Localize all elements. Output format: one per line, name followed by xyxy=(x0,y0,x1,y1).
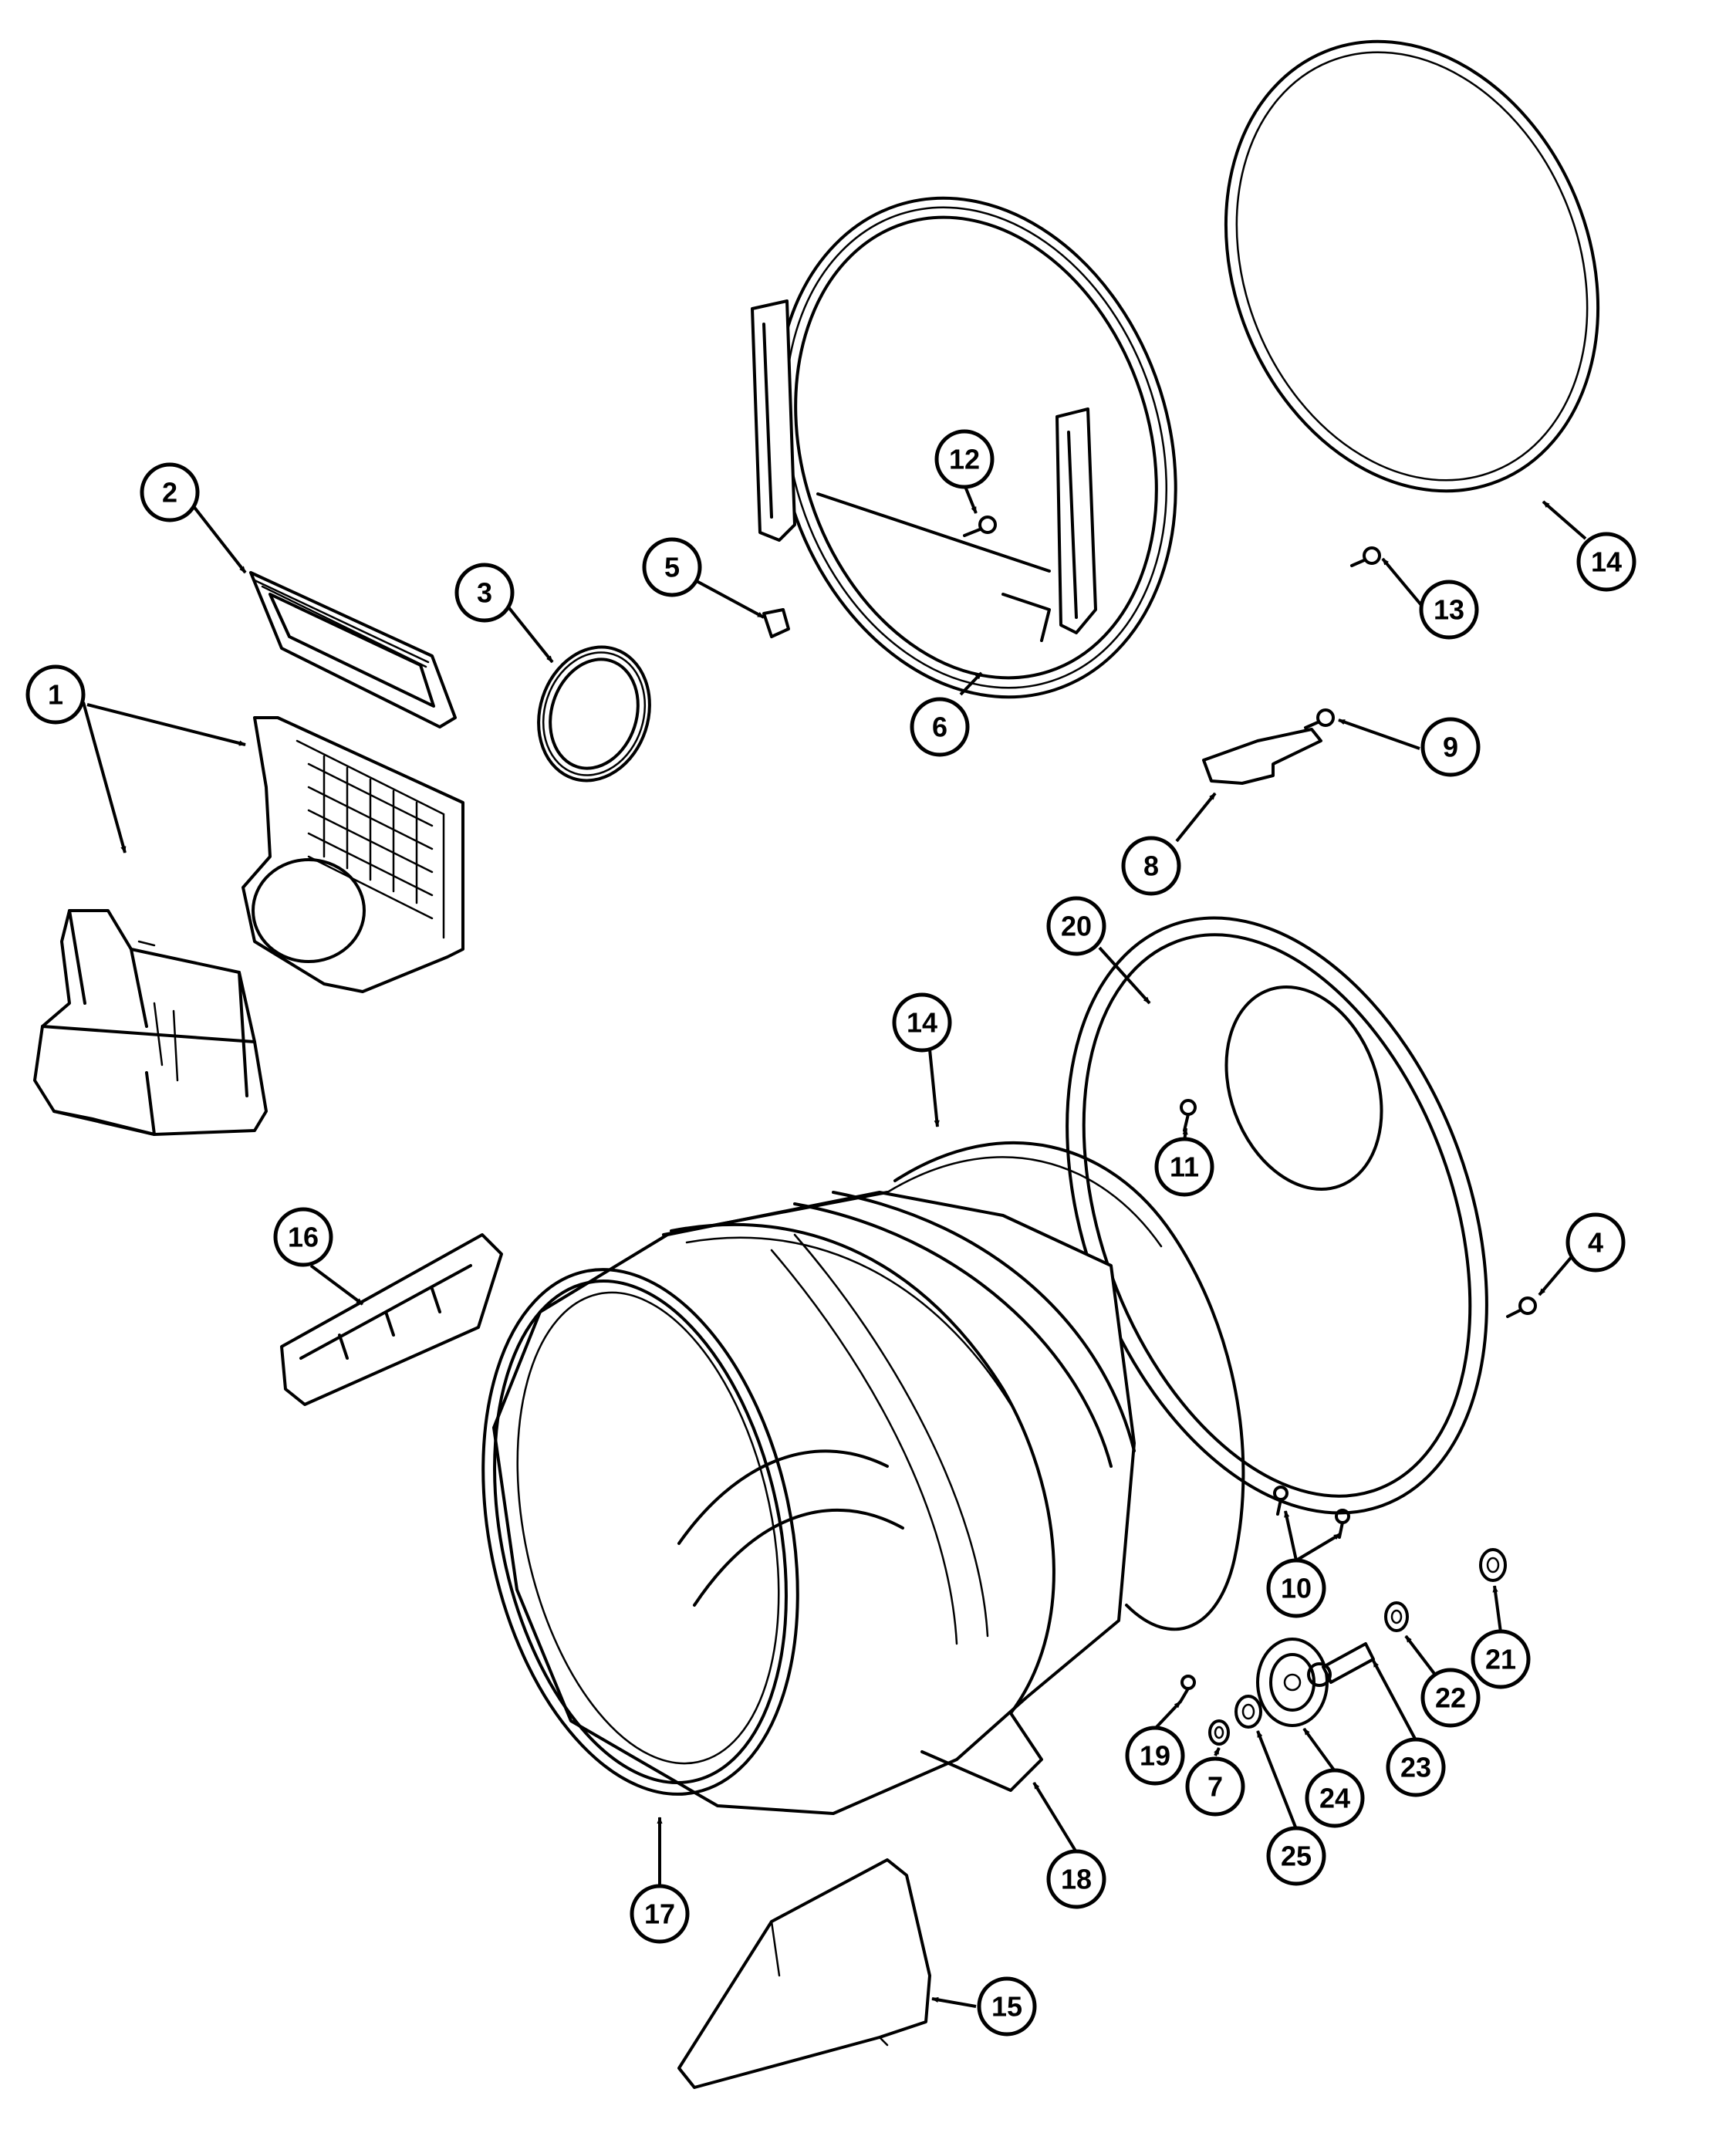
callout-17: 17 xyxy=(630,1884,690,1944)
callout-8-label: 8 xyxy=(1143,850,1159,882)
callout-16-label: 16 xyxy=(288,1222,319,1253)
callout-2-label: 2 xyxy=(162,477,177,509)
callout-10: 10 xyxy=(1266,1558,1326,1618)
callout-22: 22 xyxy=(1420,1668,1481,1728)
callout-12: 12 xyxy=(934,429,995,489)
callout-3-label: 3 xyxy=(477,577,492,609)
part-15-duct-cover xyxy=(677,1858,931,2089)
callout-23: 23 xyxy=(1386,1737,1446,1797)
callout-25-label: 25 xyxy=(1281,1841,1312,1872)
part-20-rear-bulkhead xyxy=(1066,916,1488,1515)
callout-6-label: 6 xyxy=(932,712,947,743)
callout-21-label: 21 xyxy=(1485,1644,1516,1675)
callout-18-label: 18 xyxy=(1061,1864,1092,1895)
part-4-screw xyxy=(1506,1296,1537,1318)
part-2-lint-filter xyxy=(249,571,457,728)
part-1-lower-duct xyxy=(33,909,268,1136)
part-9-screw xyxy=(1304,708,1335,729)
callout-16: 16 xyxy=(273,1207,333,1267)
part-13-screw xyxy=(1350,546,1381,567)
callout-23-label: 23 xyxy=(1400,1752,1431,1783)
callout-22-label: 22 xyxy=(1435,1682,1466,1714)
callout-13-label: 13 xyxy=(1434,594,1464,626)
callout-7: 7 xyxy=(1185,1756,1245,1817)
callout-11: 11 xyxy=(1154,1137,1214,1197)
callout-4-label: 4 xyxy=(1588,1227,1603,1259)
callout-14-lower: 14 xyxy=(892,992,952,1053)
part-23-pulley-shaft xyxy=(1307,1642,1375,1687)
callout-5: 5 xyxy=(642,537,702,597)
callout-14-lower-label: 14 xyxy=(907,1007,937,1039)
callout-17-label: 17 xyxy=(644,1898,675,1930)
callout-5-label: 5 xyxy=(664,552,680,583)
callout-10-label: 10 xyxy=(1281,1573,1312,1604)
callout-9-label: 9 xyxy=(1443,732,1458,763)
callout-15-label: 15 xyxy=(991,1991,1022,2023)
callout-13: 13 xyxy=(1419,580,1479,640)
part-10-screws xyxy=(1273,1486,1350,1539)
part-24-idler-pulley xyxy=(1256,1638,1329,1727)
callout-21: 21 xyxy=(1471,1629,1531,1689)
part-25-washer xyxy=(1234,1695,1262,1729)
part-16-baffle xyxy=(280,1233,503,1406)
part-22-washer xyxy=(1384,1601,1409,1632)
part-17-drum xyxy=(481,1191,1136,1815)
part-1-upper-duct xyxy=(241,716,464,993)
callout-11-label: 11 xyxy=(1170,1151,1199,1183)
callout-6: 6 xyxy=(910,697,970,757)
callout-25: 25 xyxy=(1266,1826,1326,1886)
part-14-lower-felt-seal xyxy=(886,1141,1245,1631)
callout-1-label: 1 xyxy=(48,679,63,711)
callout-2: 2 xyxy=(140,462,200,522)
part-21-washer xyxy=(1479,1548,1507,1582)
callout-9: 9 xyxy=(1420,717,1481,777)
part-3-seal-ring xyxy=(537,645,651,783)
callout-20-label: 20 xyxy=(1061,911,1092,942)
callout-1: 1 xyxy=(25,664,86,725)
callout-24-label: 24 xyxy=(1319,1783,1350,1814)
callout-18: 18 xyxy=(1046,1849,1106,1909)
part-8-bracket xyxy=(1202,728,1322,785)
part-18-drive-belt xyxy=(670,1222,1055,1792)
callout-14-top-label: 14 xyxy=(1591,546,1622,578)
part-19-screw xyxy=(1179,1675,1196,1703)
part-14-upper-felt-seal xyxy=(1224,39,1600,493)
callout-4: 4 xyxy=(1565,1212,1626,1273)
callout-7-label: 7 xyxy=(1207,1771,1223,1803)
callout-24: 24 xyxy=(1305,1768,1365,1828)
callout-8: 8 xyxy=(1121,836,1181,896)
part-7-nut xyxy=(1208,1719,1230,1746)
part-12-screw xyxy=(963,516,997,537)
callout-3: 3 xyxy=(454,563,515,623)
callout-14-top: 14 xyxy=(1576,532,1636,592)
part-6-front-bulkhead xyxy=(751,196,1177,699)
callout-12-label: 12 xyxy=(949,444,980,475)
callout-15: 15 xyxy=(977,1976,1037,2037)
part-5-clip xyxy=(762,608,790,638)
callout-20: 20 xyxy=(1046,896,1106,956)
callout-19: 19 xyxy=(1125,1726,1185,1786)
leader-lines xyxy=(82,484,1587,2008)
callout-19-label: 19 xyxy=(1140,1740,1170,1772)
